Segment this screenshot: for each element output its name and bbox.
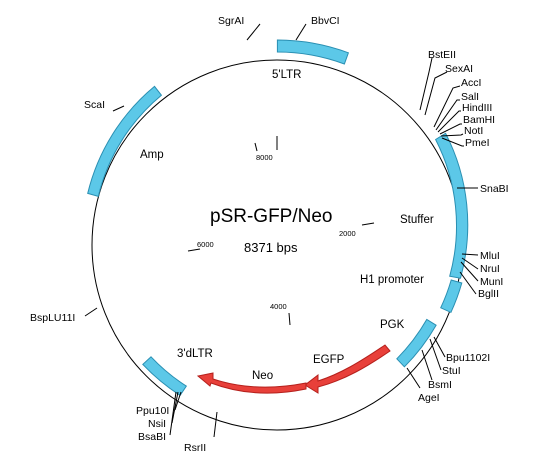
site-label-scai: ScaI — [84, 99, 105, 111]
site-label-ppu10i: Ppu10I — [136, 405, 169, 417]
leader-pmei — [441, 137, 464, 147]
leader-sexai — [424, 71, 448, 116]
leader-agei — [406, 367, 421, 389]
leader-bsteii — [419, 57, 433, 111]
site-label-pmei: PmeI — [465, 137, 490, 149]
feature-label-stuffer: Stuffer — [400, 214, 434, 226]
leader-bsabi — [169, 391, 177, 436]
segment-5-ltr — [276, 39, 350, 65]
site-label-bglii: BglII — [478, 288, 499, 300]
segment-h1-promoter — [440, 279, 463, 314]
tick-mark-2000 — [361, 222, 375, 226]
site-label-agei: AgeI — [418, 392, 440, 404]
leader-stui — [429, 338, 442, 371]
site-label-nsii: NsiI — [148, 418, 166, 430]
site-label-bsabi: BsaBI — [138, 431, 166, 443]
leader-bpu1102i — [433, 336, 446, 358]
feature-label-pgk: PGK — [380, 319, 405, 331]
leader-muni — [460, 261, 479, 282]
leader-sali — [435, 99, 460, 131]
leader-acci — [433, 85, 461, 128]
orf-arrows — [196, 344, 391, 394]
leader-ppu10i — [174, 391, 182, 411]
leader-sgrai — [246, 23, 261, 41]
tick-label-6000: 6000 — [197, 240, 214, 249]
segment-3-dltr — [142, 356, 187, 397]
segment-amp — [87, 85, 163, 198]
feature-label-h1-promoter: H1 promoter — [360, 274, 424, 286]
leader-bglii — [459, 271, 477, 295]
segment-egfp — [396, 318, 437, 368]
site-label-sali: SalI — [461, 91, 479, 103]
site-label-acci: AccI — [461, 77, 481, 89]
site-label-muni: MunI — [480, 276, 503, 288]
leader-bbvci — [295, 23, 307, 41]
tick-mark-top-a — [254, 142, 258, 152]
site-label-bbvci: BbvCI — [311, 15, 340, 27]
feature-label-egfp: EGFP — [313, 354, 345, 366]
egfp-arrow — [304, 344, 391, 394]
site-label-stui: StuI — [442, 365, 461, 377]
site-label-bpu1102i: Bpu1102I — [446, 352, 490, 364]
site-label-rsrii: RsrII — [184, 442, 206, 454]
feature-label-neo: Neo — [252, 370, 273, 382]
site-label-nrui: NruI — [480, 263, 500, 275]
segment-stuffer — [434, 132, 469, 279]
tick-mark-4000 — [288, 312, 291, 326]
site-label-sgrai: SgrAI — [218, 15, 244, 27]
site-label-bamhi: BamHI — [463, 114, 495, 126]
leader-nrui — [461, 257, 479, 270]
plasmid-size: 8371 bps — [244, 240, 298, 255]
scale-ticks — [187, 136, 375, 326]
leader-rsrii — [213, 411, 218, 438]
plasmid-name: pSR-GFP/Neo — [210, 206, 332, 227]
leader-nsii — [171, 391, 179, 424]
feature-label-amp: Amp — [140, 149, 164, 161]
leader-bamhi — [439, 123, 462, 135]
leader-bsplu11i — [84, 307, 98, 317]
feature-label-3-dltr: 3'dLTR — [177, 348, 213, 360]
tick-mark-6000 — [187, 248, 201, 252]
site-label-bsteii: BstEII — [428, 49, 456, 61]
site-label-sexai: SexAI — [445, 63, 473, 75]
tick-label-8000: 8000 — [256, 153, 273, 162]
tick-label-4000: 4000 — [270, 302, 287, 311]
tick-label-2000: 2000 — [339, 229, 356, 238]
site-leaders — [84, 23, 479, 438]
leader-noti — [440, 133, 464, 137]
site-label-bsplu11i: BspLU11I — [30, 312, 75, 324]
feature-label-5-ltr: 5'LTR — [272, 69, 301, 81]
site-label-snabi: SnaBI — [480, 183, 509, 195]
site-label-bsmi: BsmI — [428, 379, 452, 391]
leader-hindiii — [437, 110, 461, 133]
leader-scai — [112, 105, 125, 112]
leader-mlui — [461, 253, 479, 256]
feature-segments — [87, 39, 469, 397]
leader-bsmi — [421, 349, 433, 381]
site-label-hindiii: HindIII — [462, 102, 492, 114]
neo-arrow — [196, 372, 307, 394]
site-label-mlui: MluI — [480, 250, 500, 262]
site-label-noti: NotI — [464, 125, 483, 137]
